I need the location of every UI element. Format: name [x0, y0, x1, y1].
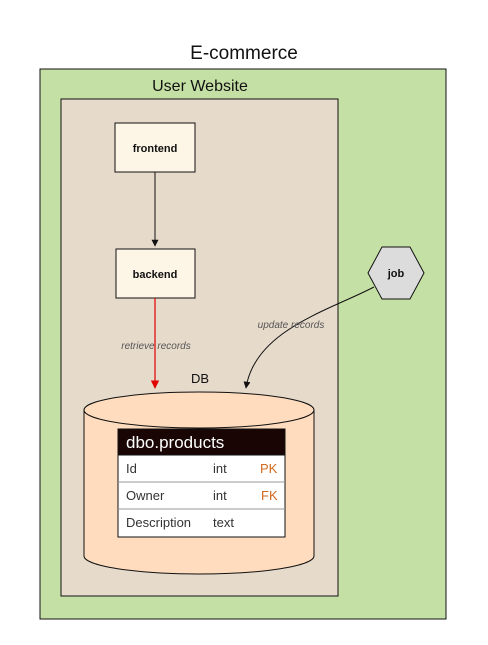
table-header	[117, 428, 286, 456]
db-label: DB	[191, 371, 209, 386]
table-row: Description text	[126, 515, 234, 530]
backend-node[interactable]: backend	[115, 248, 196, 299]
column-type: int	[213, 488, 227, 503]
table-body	[117, 454, 286, 538]
frontend-box	[114, 122, 196, 173]
diagram-title: E-commerce	[190, 43, 298, 64]
column-type: text	[213, 515, 234, 530]
backend-label: backend	[133, 269, 178, 281]
job-label: job	[387, 268, 405, 280]
job-hexagon	[367, 246, 425, 300]
table-row: Id int PK	[126, 461, 278, 476]
column-key: PK	[260, 461, 278, 476]
retrieve-records-label: retrieve records	[121, 341, 190, 352]
db-cylinder-top	[83, 391, 315, 429]
frontend-node[interactable]: frontend	[114, 122, 196, 173]
column-type: int	[213, 461, 227, 476]
cluster-label: User Website	[152, 78, 248, 95]
update-records-label: update records	[258, 320, 325, 331]
products-table: dbo.products Id int PK Owner int FK Desc…	[117, 428, 286, 538]
column-name: Description	[126, 515, 191, 530]
job-node[interactable]: job	[367, 246, 425, 300]
column-name: Id	[126, 461, 137, 476]
backend-box	[115, 248, 196, 299]
table-title: dbo.products	[126, 433, 224, 452]
frontend-label: frontend	[133, 143, 178, 155]
column-name: Owner	[126, 488, 165, 503]
table-row: Owner int FK	[126, 488, 278, 503]
column-key: FK	[261, 488, 278, 503]
job-to-db-edge	[243, 286, 375, 389]
